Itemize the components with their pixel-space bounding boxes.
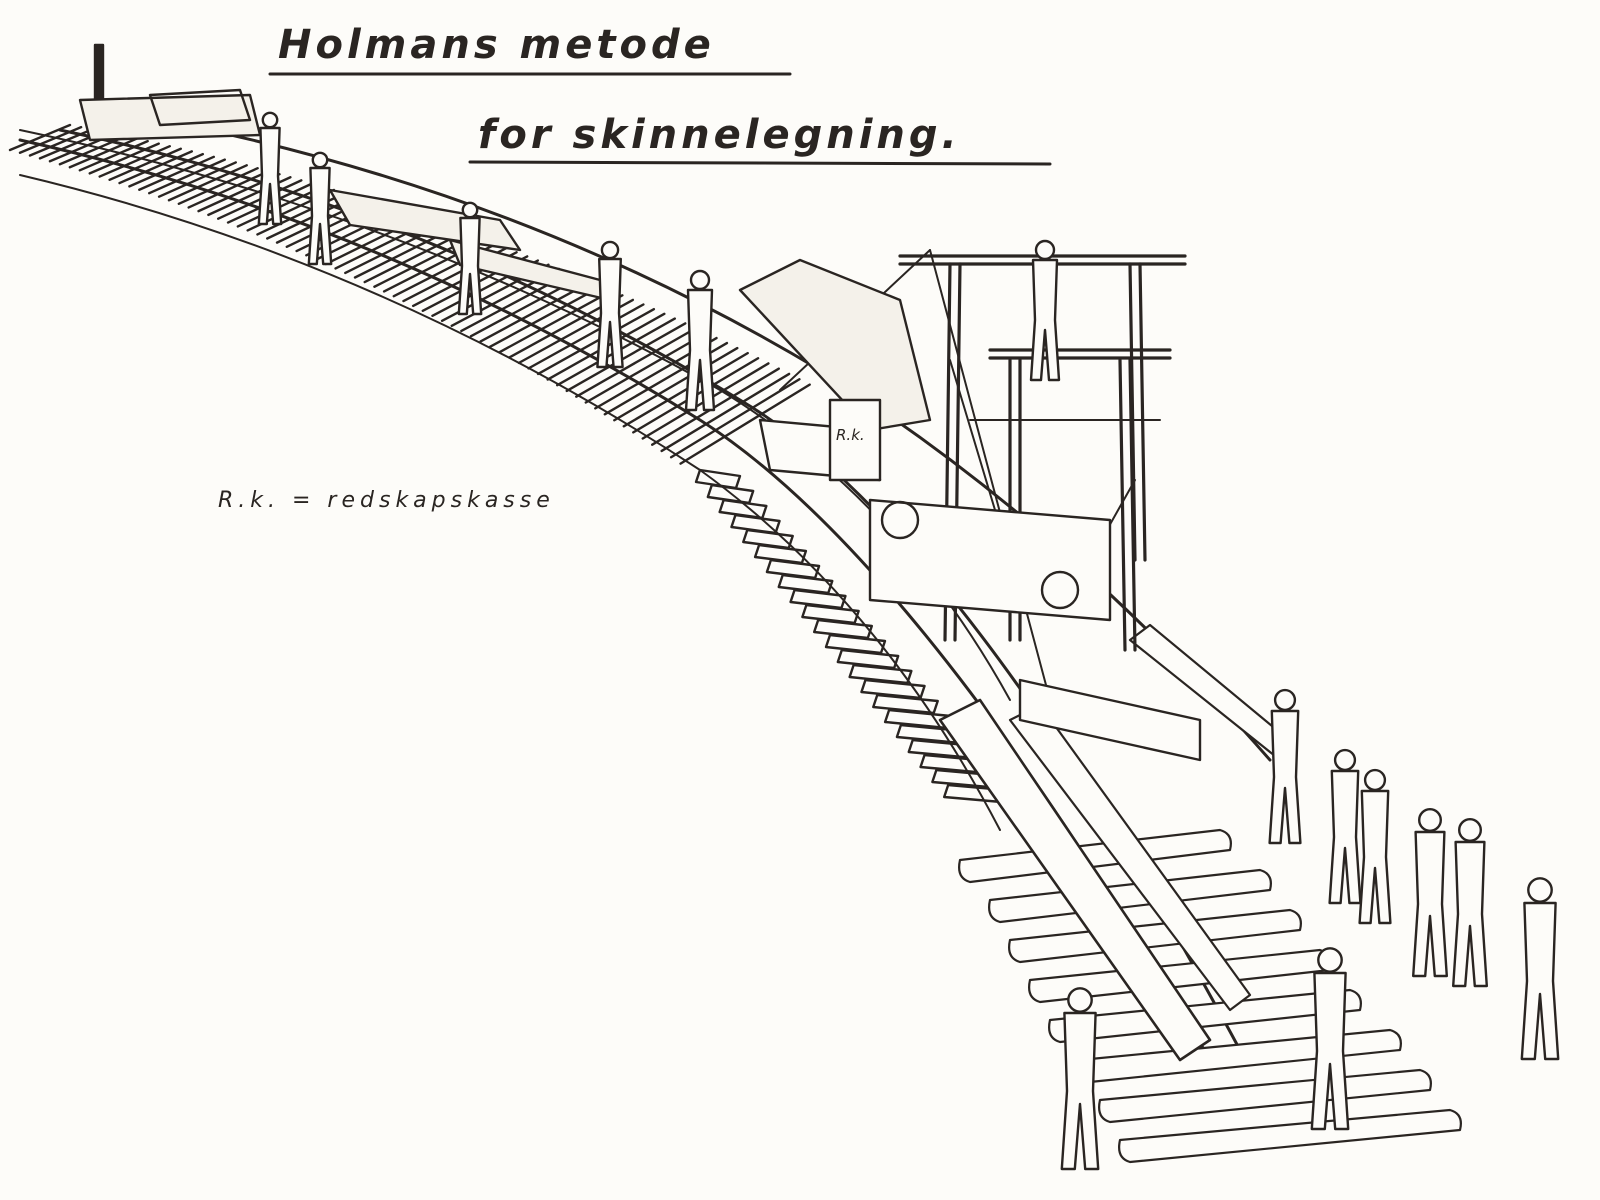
title-line-2: for skinnelegning. (478, 112, 961, 158)
title-line-1: Holmans metode (278, 22, 715, 68)
new-rail-left (938, 698, 1212, 1062)
wagon: R.k. (738, 258, 1202, 762)
track-bed-edge-lower (19, 174, 1001, 831)
legend-note: R.k. = redskapskasse (218, 488, 555, 513)
crane-gantry (779, 249, 1187, 701)
workers-group (257, 111, 1560, 1171)
title-underline-2 (468, 160, 1052, 166)
toolbox-label: R.k. (836, 426, 865, 444)
